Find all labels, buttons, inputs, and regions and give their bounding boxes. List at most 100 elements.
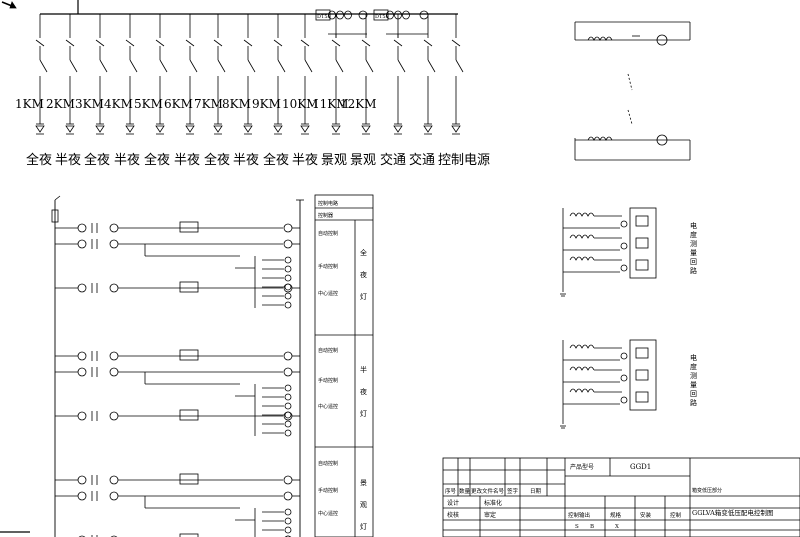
contactor-label-2: 2KM — [46, 97, 75, 111]
bottom-value-2: B — [590, 524, 594, 530]
control-table-subheader: 控制器 — [318, 212, 333, 219]
control-row-label: 手动控制 — [318, 263, 338, 270]
metering-groups — [560, 207, 657, 429]
energy-meter-2 — [373, 9, 389, 21]
header-cell-4: 签字 — [507, 487, 519, 495]
approve-label: 审定 — [484, 511, 496, 519]
circuit-label-9: 全夜 — [263, 152, 289, 168]
check-label: 校核 — [447, 511, 459, 519]
circuit-label-2: 半夜 — [55, 153, 81, 168]
control-side-char: 灯 — [360, 522, 367, 531]
meter-1-label: DT58 — [317, 14, 331, 20]
bottom-value-3: X — [615, 524, 619, 530]
circuit-label-6: 半夜 — [174, 153, 200, 168]
contactor-label-11: 11KM — [312, 97, 349, 111]
control-circuit — [51, 195, 304, 537]
branch-5 — [155, 14, 168, 135]
circuit-label-4: 半夜 — [114, 153, 140, 168]
contactor-label-8: 8KM — [222, 97, 251, 111]
control-row-label: 手动控制 — [318, 487, 338, 494]
circuit-label-11: 景观 — [321, 153, 347, 168]
header-cell-2: 数量 — [459, 487, 471, 495]
title-block — [442, 457, 800, 537]
contactor-label-4: 4KM — [104, 97, 133, 111]
drawing-title: GGLVA箱变低压配电控制图 — [692, 508, 773, 517]
branch-3 — [95, 14, 108, 135]
circuit-label-1: 全夜 — [26, 152, 52, 168]
branch-4 — [125, 14, 138, 135]
control-side-char: 夜 — [360, 270, 367, 279]
control-side-char: 夜 — [360, 387, 367, 396]
extra-cell-3: 安装 — [640, 511, 652, 519]
meter-ct-group-2 — [386, 10, 429, 35]
circuit-labels: 全夜半夜全夜半夜全夜半夜全夜半夜全夜半夜景观景观交通交通控制电源 — [26, 152, 490, 168]
circuit-label-14: 交通 — [409, 152, 435, 168]
extra-cell-2: 规格 — [610, 511, 622, 519]
control-group-3 — [55, 473, 300, 537]
header-cell-5: 日期 — [530, 488, 542, 495]
extra-cell-4: 控制 — [670, 511, 682, 519]
branch-14 — [423, 14, 436, 135]
contactor-label-7: 7KM — [194, 97, 223, 111]
product-label: 产品型号 — [570, 463, 594, 471]
bottom-value-1: S — [575, 524, 579, 530]
design-label: 设计 — [447, 499, 459, 507]
contactor-label-5: 5KM — [134, 97, 163, 111]
side-note: 箱变低压部分 — [692, 487, 722, 494]
control-side-char: 景 — [360, 479, 367, 487]
branch-6 — [185, 14, 198, 135]
circuit-label-13: 交通 — [380, 152, 406, 168]
control-side-char: 全 — [360, 248, 367, 257]
circuit-label-3: 全夜 — [84, 152, 110, 168]
control-row-label: 自动控制 — [318, 347, 338, 354]
control-row-label: 中心遥控 — [318, 403, 338, 410]
right-coil-branch-2 — [574, 73, 691, 161]
meter-ct-group-1 — [328, 10, 368, 35]
header-cell-3: 更改文件名号 — [471, 487, 505, 495]
branch-12 — [361, 14, 374, 135]
control-side-char: 半 — [360, 365, 367, 374]
contactor-label-1: 1KM — [15, 97, 44, 111]
product-value: GGD1 — [630, 463, 651, 471]
metering-label-1: 电度测量回路 — [690, 221, 697, 275]
control-group-2 — [55, 349, 300, 437]
top-busbar-section: DT58 DT58 — [1, 0, 464, 135]
metering-label-2: 电度测量回路 — [690, 353, 697, 407]
control-side-char: 观 — [360, 501, 367, 509]
control-row-label: 手动控制 — [318, 377, 338, 384]
circuit-label-7: 全夜 — [204, 152, 230, 168]
branch-15 — [451, 14, 464, 135]
control-row-label: 中心遥控 — [318, 290, 338, 297]
control-row-label: 自动控制 — [318, 230, 338, 237]
branch-9 — [273, 14, 286, 135]
meter-2-label: DT58 — [375, 14, 389, 20]
control-table-header: 控制电路 — [318, 200, 338, 207]
branch-2 — [65, 14, 78, 135]
contactor-label-12: 12KM — [340, 97, 377, 111]
branch-10 — [300, 14, 313, 135]
right-coil-branch-1 — [574, 21, 691, 46]
control-table — [314, 194, 374, 537]
branch-11 — [331, 14, 344, 135]
branch-7 — [213, 14, 226, 135]
contactor-label-3: 3KM — [75, 97, 104, 111]
energy-meter-1 — [315, 9, 331, 21]
control-side-char: 灯 — [360, 409, 367, 418]
control-side-char: 灯 — [360, 292, 367, 301]
metering-group-2 — [560, 339, 657, 429]
circuit-label-8: 半夜 — [233, 153, 259, 168]
control-row-label: 中心遥控 — [318, 510, 338, 517]
contactor-label-10: 10KM — [282, 97, 319, 111]
contactor-label-9: 9KM — [252, 97, 281, 111]
branch-1 — [35, 14, 48, 135]
control-row-label: 自动控制 — [318, 460, 338, 467]
branch-13 — [393, 14, 406, 135]
header-cell-1: 序号 — [445, 487, 457, 495]
circuit-label-15: 控制电源 — [438, 153, 490, 168]
contactor-label-6: 6KM — [164, 97, 193, 111]
control-group-1 — [55, 221, 300, 309]
extra-cell-1: 控制输出 — [568, 511, 590, 519]
